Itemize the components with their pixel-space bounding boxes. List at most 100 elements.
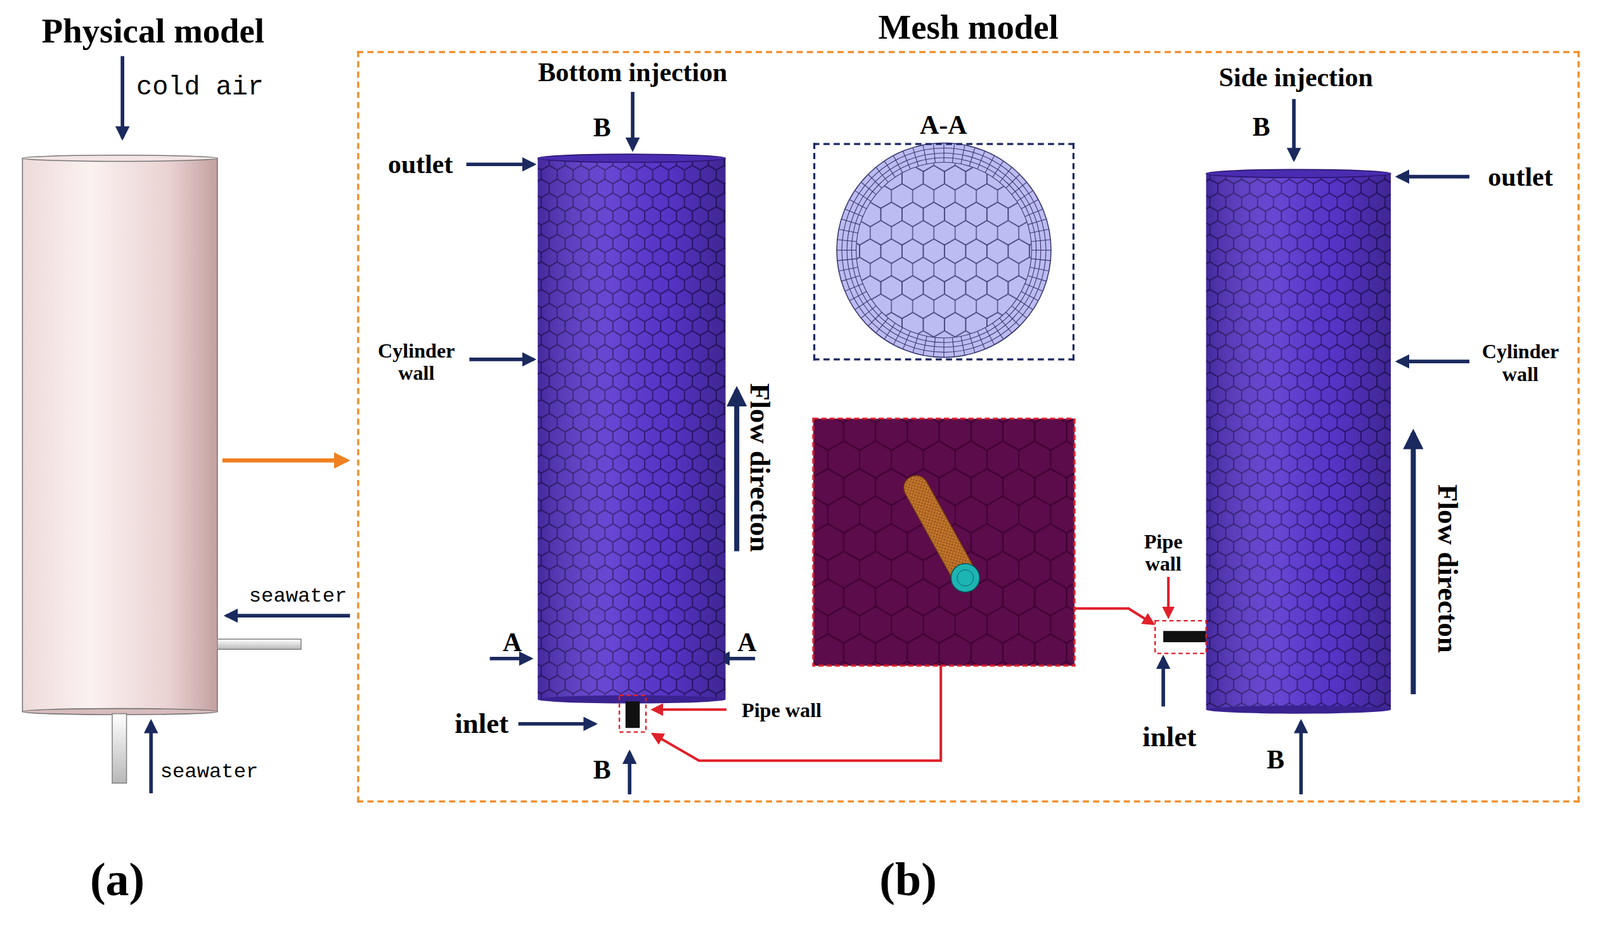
mesh-line	[849, 199, 867, 209]
label: cold air	[136, 72, 264, 103]
mesh-line	[884, 323, 896, 340]
mesh-line	[876, 167, 889, 183]
label: B	[593, 756, 612, 786]
orange-arrow	[222, 458, 347, 463]
label: Physical model	[41, 11, 265, 50]
mesh-line	[1031, 258, 1051, 261]
label: Pipe wall	[741, 698, 822, 721]
mesh-line	[943, 142, 944, 163]
mesh-line	[1016, 298, 1033, 310]
mesh-line	[845, 283, 863, 292]
mesh-line	[837, 239, 857, 242]
mesh-line	[1025, 209, 1043, 217]
mesh-line	[985, 327, 994, 345]
mesh-line	[1021, 291, 1039, 301]
label: seawater	[160, 760, 259, 783]
label: (b)	[879, 853, 937, 906]
mesh-line	[841, 275, 860, 282]
mesh-line	[977, 150, 986, 169]
mesh-model-frame: Mesh modelA-A	[356, 51, 1580, 803]
mesh-line	[860, 305, 877, 318]
node-title: Mesh model	[877, 8, 1059, 47]
mesh-line	[912, 147, 919, 167]
label: outlet	[387, 150, 453, 181]
label: B	[1266, 746, 1285, 776]
mesh-line	[1030, 229, 1050, 234]
label: B	[1252, 112, 1271, 142]
mesh-line	[854, 190, 871, 202]
flow-arrows	[122, 56, 1470, 795]
mesh-line	[1025, 283, 1043, 292]
mesh-line	[999, 318, 1012, 334]
mesh-line	[943, 337, 944, 358]
mesh-line	[992, 323, 1004, 340]
label: B	[593, 114, 612, 144]
mesh-line	[838, 267, 858, 272]
mesh-line	[933, 143, 936, 163]
mesh-line	[992, 161, 1004, 177]
mesh-line	[922, 145, 927, 165]
mesh-line	[867, 311, 882, 326]
label: inlet	[1142, 721, 1197, 754]
leader-lines	[652, 576, 1169, 761]
mesh-line	[1027, 218, 1046, 225]
label: Side injection	[1219, 64, 1374, 94]
mesh-line	[841, 218, 860, 225]
mesh-line	[867, 174, 882, 189]
label: Pipe wall	[1127, 529, 1200, 575]
section-frame: A-A	[812, 142, 1074, 361]
mesh-line	[860, 181, 877, 194]
physical-cylinder	[22, 155, 301, 783]
label: inlet	[454, 708, 509, 740]
mesh-line	[845, 209, 863, 217]
mesh-line	[876, 318, 889, 334]
mesh-line	[893, 155, 903, 173]
label: Cylinder wall	[1471, 339, 1570, 385]
mesh-line	[969, 334, 975, 353]
mesh-cylinder	[537, 154, 726, 704]
label: Bottom injection	[538, 58, 728, 89]
label: Flow directon	[743, 383, 776, 553]
label: A	[502, 628, 522, 659]
mesh-line	[837, 258, 857, 261]
label: seawater	[249, 585, 348, 608]
mesh-line	[1006, 174, 1020, 189]
mesh-line	[1021, 199, 1039, 209]
mesh-line	[952, 143, 955, 163]
mesh-line	[893, 327, 903, 345]
mesh-line	[999, 167, 1012, 183]
mesh-line	[969, 147, 975, 167]
mesh-line	[1027, 275, 1046, 282]
label: Cylinder wall	[367, 339, 466, 385]
zoom-frame	[813, 418, 1075, 666]
label: A	[737, 628, 757, 659]
mesh-line	[1031, 249, 1052, 251]
mesh-line	[849, 291, 867, 301]
label: Flow directon	[1431, 484, 1464, 653]
section-mesh	[836, 142, 1052, 357]
zoom-view	[813, 418, 1075, 666]
mesh-line	[1011, 181, 1027, 194]
mesh-line	[952, 337, 955, 357]
mesh-line	[977, 331, 986, 350]
mesh-line	[1006, 311, 1020, 326]
label: outlet	[1487, 162, 1553, 193]
mesh-line	[961, 145, 965, 165]
mesh-line	[1011, 305, 1027, 318]
mesh-line	[933, 337, 936, 357]
mesh-line	[1030, 267, 1050, 272]
label: (a)	[90, 853, 145, 906]
mesh-line	[884, 161, 896, 177]
mesh-line	[836, 249, 857, 251]
node-title: A-A	[919, 109, 967, 141]
mesh-line	[1031, 239, 1051, 242]
mesh-line	[902, 331, 911, 350]
mesh-line	[912, 334, 919, 353]
mesh-cylinder	[1206, 169, 1391, 714]
mesh-line	[854, 298, 871, 310]
mesh-line	[922, 335, 927, 355]
mesh-line	[985, 155, 994, 173]
mesh-line	[838, 229, 858, 234]
